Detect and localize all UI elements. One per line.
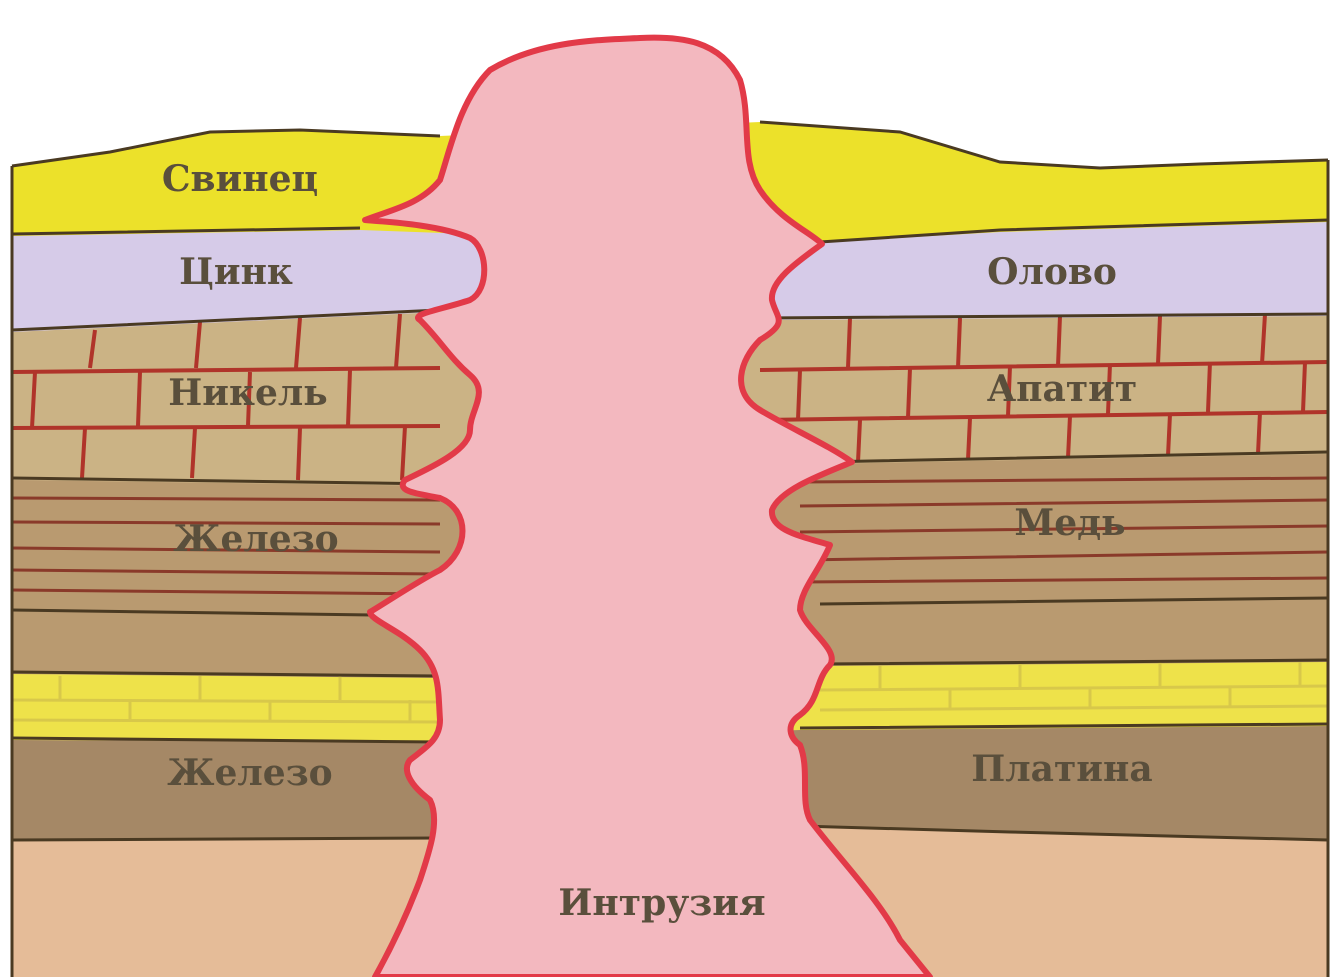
label-zhelezo-lower: Железо <box>167 752 332 794</box>
label-tsink: Цинк <box>179 251 293 293</box>
label-svinets: Свинец <box>162 158 318 200</box>
label-olovo: Олово <box>987 251 1117 293</box>
label-platina: Платина <box>971 748 1152 790</box>
label-intruziya: Интрузия <box>558 882 765 924</box>
label-zhelezo-upper: Железо <box>173 518 338 560</box>
label-nikel: Никель <box>168 372 327 414</box>
label-med: Медь <box>1014 502 1125 544</box>
label-apatit: Апатит <box>987 368 1137 410</box>
